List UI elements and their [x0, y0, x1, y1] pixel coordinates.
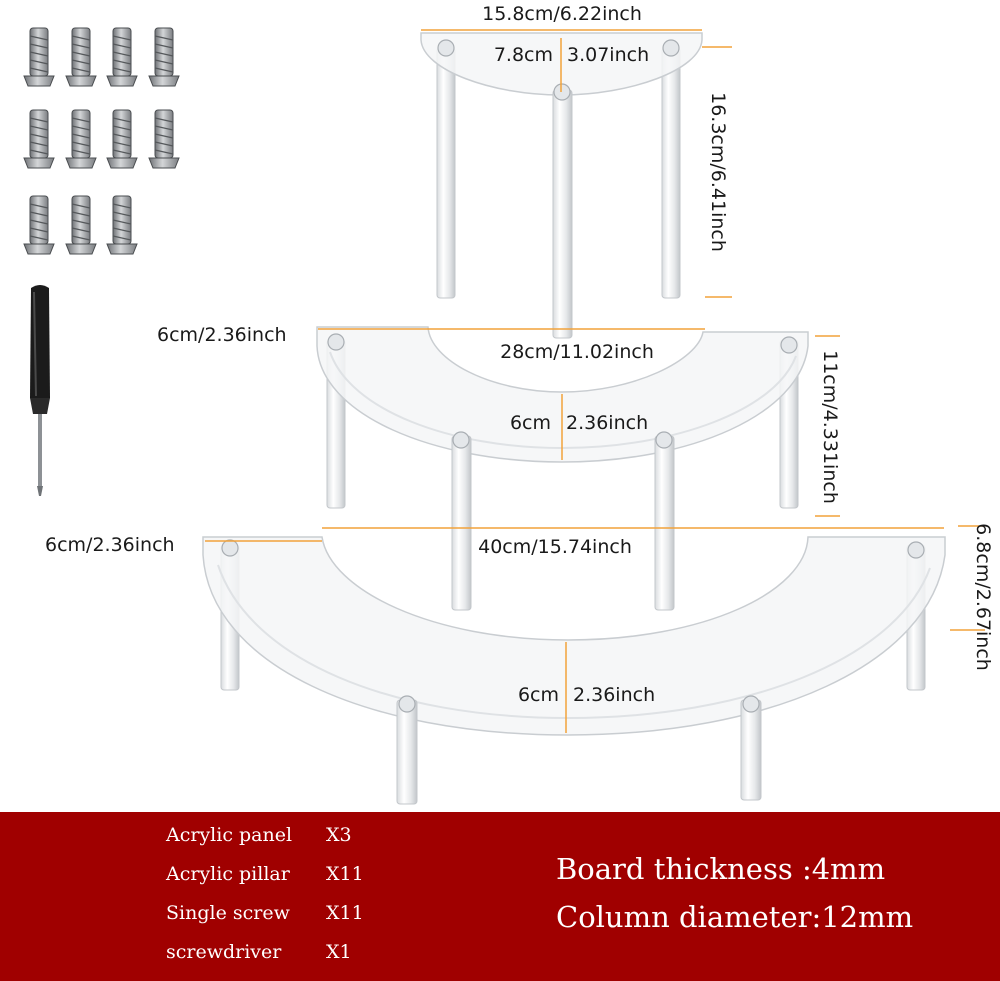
bottom-depth-label: 6cm: [518, 684, 559, 706]
mid-depth-inch-label: 2.36inch: [566, 412, 648, 434]
mid-width-label: 28cm/11.02inch: [500, 341, 654, 363]
part-name: screwdriver: [166, 941, 282, 963]
pillar: [451, 435, 472, 611]
part-qty: X11: [326, 863, 364, 885]
pillar: [654, 435, 675, 611]
screw-head: [553, 83, 571, 101]
screw-icon: [106, 109, 138, 169]
screw-icon: [23, 109, 55, 169]
screw-icon: [23, 27, 55, 87]
bottom-panel: [202, 536, 946, 736]
screw-icon: [65, 109, 97, 169]
part-name: Single screw: [166, 902, 290, 924]
specs-list: Board thickness :4mm Column diameter:12m…: [556, 852, 913, 948]
pillar: [396, 699, 418, 805]
part-qty: X3: [326, 824, 352, 846]
bottom-height-label: 6.8cm/2.67inch: [972, 523, 994, 671]
screw-icon: [106, 27, 138, 87]
pillar: [661, 47, 681, 299]
shelf-diagram: 15.8cm/6.22inch 7.8cm 3.07inch 16.3cm/6.…: [23, 3, 994, 805]
board-thickness-text: Board thickness :4mm: [556, 852, 886, 886]
bottom-width-label: 40cm/15.74inch: [478, 536, 632, 558]
screw-icon: [148, 109, 180, 169]
mid-arm-label: 6cm/2.36inch: [157, 324, 287, 346]
column-diameter-text: Column diameter:12mm: [556, 900, 914, 934]
screw-icon: [23, 195, 55, 255]
top-depth-label: 7.8cm: [494, 44, 553, 66]
bottom-arm-label: 6cm/2.36inch: [45, 534, 175, 556]
part-qty: X11: [326, 902, 364, 924]
pillar: [740, 699, 762, 801]
dimension-lines: [205, 29, 985, 733]
screws-group: [23, 27, 180, 255]
screw-head: [452, 431, 470, 449]
part-name: Acrylic panel: [166, 824, 293, 846]
screw-head: [655, 431, 673, 449]
screw-icon: [65, 27, 97, 87]
pillar: [436, 47, 456, 299]
screw-head: [742, 695, 760, 713]
mid-depth-label: 6cm: [510, 412, 551, 434]
screwdriver-icon: [30, 285, 50, 496]
pillar: [552, 89, 573, 339]
specs-banner: Acrylic panel X3 Acrylic pillar X11 Sing…: [0, 812, 1000, 981]
screw-head: [398, 695, 416, 713]
top-width-label: 15.8cm/6.22inch: [482, 3, 642, 25]
top-height-label: 16.3cm/6.41inch: [707, 92, 729, 252]
screw-icon: [106, 195, 138, 255]
part-name: Acrylic pillar: [166, 863, 290, 885]
mid-height-label: 11cm/4.331inch: [819, 350, 841, 504]
screw-icon: [65, 195, 97, 255]
top-depth-inch-label: 3.07inch: [567, 44, 649, 66]
bottom-depth-inch-label: 2.36inch: [573, 684, 655, 706]
part-qty: X1: [326, 941, 352, 963]
screw-icon: [148, 27, 180, 87]
